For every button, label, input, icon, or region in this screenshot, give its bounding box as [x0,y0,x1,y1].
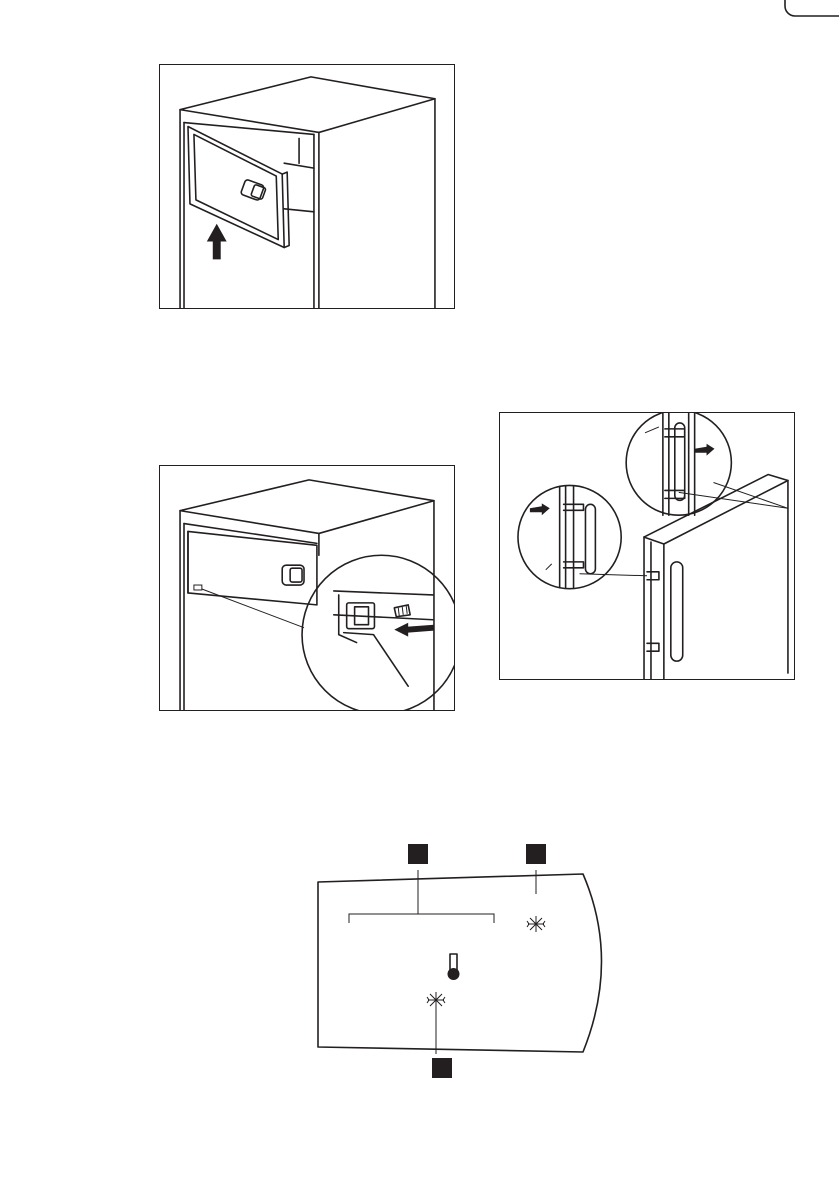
control-panel-diagram [300,830,610,1090]
display-panel [188,531,317,604]
screw-icon [394,605,410,617]
figure-secure-display-drawing [160,466,454,710]
snowflake-icon [527,916,545,932]
display-panel [188,126,289,247]
figure-door-hinge-drawing [500,413,794,679]
callout-3 [432,1058,452,1078]
figure-secure-display [159,465,455,711]
callout-2 [526,844,546,864]
control-panel-outline [300,830,610,1090]
thermometer-icon [448,954,460,980]
snowflake-icon [427,992,445,1008]
left-arrow-icon [394,623,434,637]
up-arrow-icon [207,224,227,260]
callout-1 [408,844,428,864]
figure-door-hinge [499,412,795,680]
magnifier-detail-circle [518,485,621,588]
figure-mount-display [159,64,455,309]
right-arrow-icon [530,503,550,515]
figure-mount-display-drawing [160,65,454,308]
magnifier-detail-circle [626,413,731,515]
right-arrow-icon [695,444,715,456]
corner-crop-mark [0,0,839,30]
magnifier-detail-circle [302,555,454,710]
